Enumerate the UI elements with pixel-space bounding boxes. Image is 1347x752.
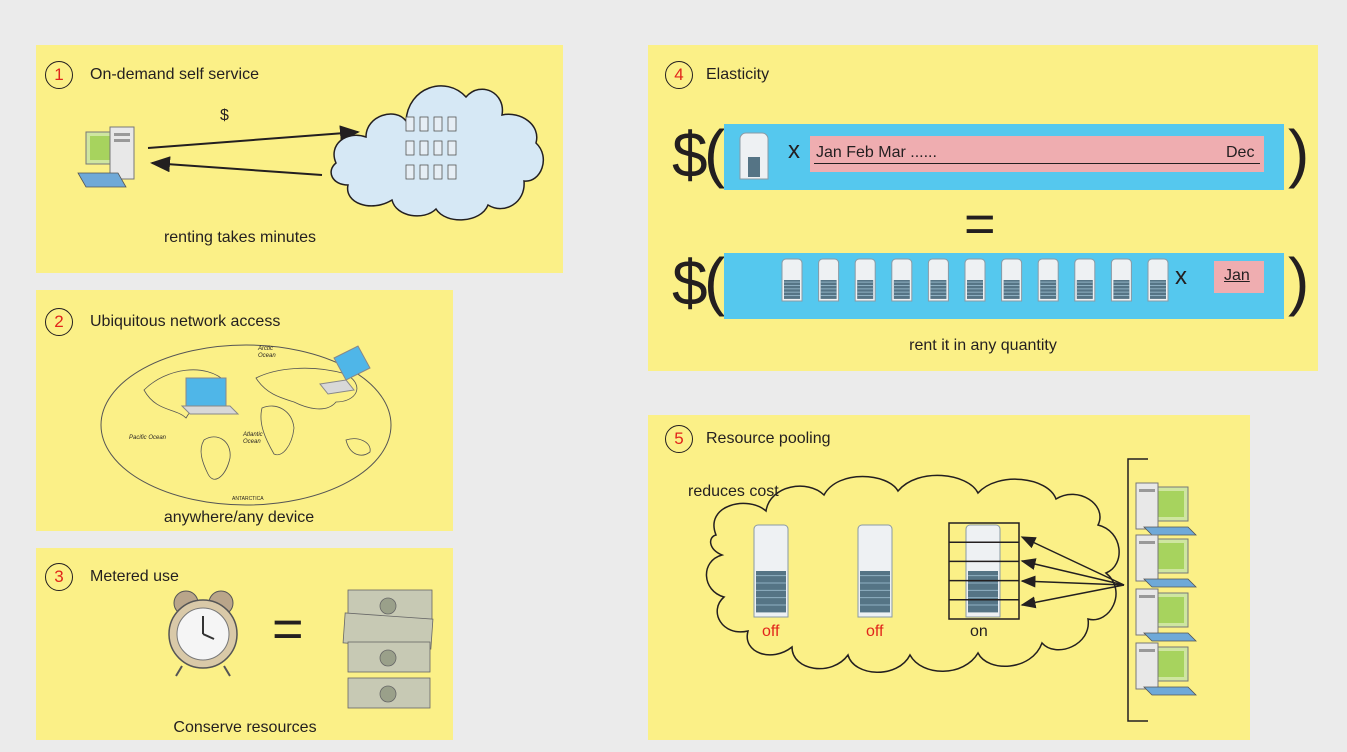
panel-number: 3	[45, 563, 73, 591]
panel-title: Resource pooling	[706, 430, 831, 447]
open-paren: (	[704, 245, 726, 317]
desktop-computer-icon	[1135, 588, 1197, 642]
panel-on-demand: 1 On-demand self service $ renting takes…	[36, 45, 563, 273]
map-label-arctic: Arctic Ocean	[258, 346, 276, 359]
vm-grid	[948, 522, 1020, 620]
pool-arrow	[1020, 575, 1125, 588]
server-icon	[1001, 258, 1023, 302]
times-sign: x	[788, 137, 800, 164]
server-state-1: off	[762, 623, 780, 640]
server-icon	[753, 524, 789, 618]
equals-sign: =	[964, 194, 996, 254]
panel-number: 2	[45, 308, 73, 336]
panel-number: 5	[665, 425, 693, 453]
panel-metered-use: 3 Metered use = Conserve resources	[36, 548, 453, 740]
server-rack-icon	[405, 116, 457, 180]
months-bar	[810, 136, 1264, 172]
servers-row-1	[739, 132, 769, 180]
server-icon	[818, 258, 840, 302]
months-underline	[814, 163, 1260, 164]
servers-row-2	[781, 258, 1169, 302]
server-icon	[891, 258, 913, 302]
desktop-computer-icon	[77, 126, 135, 188]
price-label: $	[220, 107, 229, 124]
server-icon	[1037, 258, 1059, 302]
panel-title: Metered use	[90, 568, 179, 585]
server-icon	[1147, 258, 1169, 302]
laptop-icon	[180, 377, 240, 415]
times-sign: x	[1175, 263, 1187, 290]
dollar-sign: $	[672, 119, 708, 191]
panel-caption: anywhere/any device	[163, 509, 315, 526]
server-icon	[854, 258, 876, 302]
server-icon	[965, 524, 1001, 618]
close-paren: )	[1288, 245, 1310, 317]
server-icon	[739, 132, 769, 180]
equals-sign: =	[272, 599, 304, 659]
laptop-icon	[319, 345, 371, 395]
desktop-computer-icon	[1135, 482, 1197, 536]
map-label-antarctica: ANTARCTICA	[232, 496, 264, 502]
panel-title: Elasticity	[706, 66, 770, 83]
month-box	[1214, 261, 1264, 293]
server-icon	[1110, 258, 1132, 302]
panel-number: 4	[665, 61, 693, 89]
panel-network-access: 2 Ubiquitous network access Arctic Ocean…	[36, 290, 453, 531]
caption-reduces-cost: reduces cost	[688, 483, 779, 500]
cloud-outline	[705, 474, 1120, 673]
server-state-3: on	[970, 623, 988, 640]
on-demand-illustration	[77, 85, 545, 221]
server-icon	[781, 258, 803, 302]
server-icon	[1074, 258, 1096, 302]
money-stack-icon	[342, 589, 434, 709]
panel-caption: Conserve resources	[173, 719, 317, 736]
server-icon	[964, 258, 986, 302]
desktop-computer-icon	[1135, 642, 1197, 696]
map-label-atlantic: Atlantic Ocean	[243, 432, 263, 445]
pooling-illustration	[705, 458, 1197, 722]
server-state-2: off	[866, 623, 884, 640]
dollar-sign: $	[672, 247, 708, 319]
pool-arrow	[1020, 558, 1125, 586]
open-paren: (	[704, 117, 726, 189]
alarm-clock-icon	[168, 590, 238, 677]
server-icon	[927, 258, 949, 302]
pool-arrow	[1020, 584, 1125, 609]
metered-illustration	[168, 589, 434, 709]
month-label: Jan	[1224, 267, 1250, 284]
world-map	[100, 344, 392, 506]
panel-resource-pooling: 5 Resource pooling reduces cost off off …	[648, 415, 1250, 740]
panel-caption: rent it in any quantity	[909, 337, 1057, 354]
server-icon	[857, 524, 893, 618]
panel-title: Ubiquitous network access	[90, 313, 281, 330]
panel-title: On-demand self service	[90, 66, 259, 83]
panel-caption: renting takes minutes	[163, 229, 317, 246]
panel-number: 1	[45, 61, 73, 89]
map-label-pacific: Pacific Ocean	[129, 435, 167, 441]
months-label: Jan Feb Mar ......	[816, 144, 937, 161]
client-bracket	[1127, 458, 1148, 722]
desktop-computer-icon	[1135, 534, 1197, 588]
months-end-label: Dec	[1226, 144, 1255, 161]
panel-elasticity: 4 Elasticity $ ( x Jan Feb Mar ...... De…	[648, 45, 1318, 371]
close-paren: )	[1288, 117, 1310, 189]
pool-arrow	[1020, 536, 1125, 586]
